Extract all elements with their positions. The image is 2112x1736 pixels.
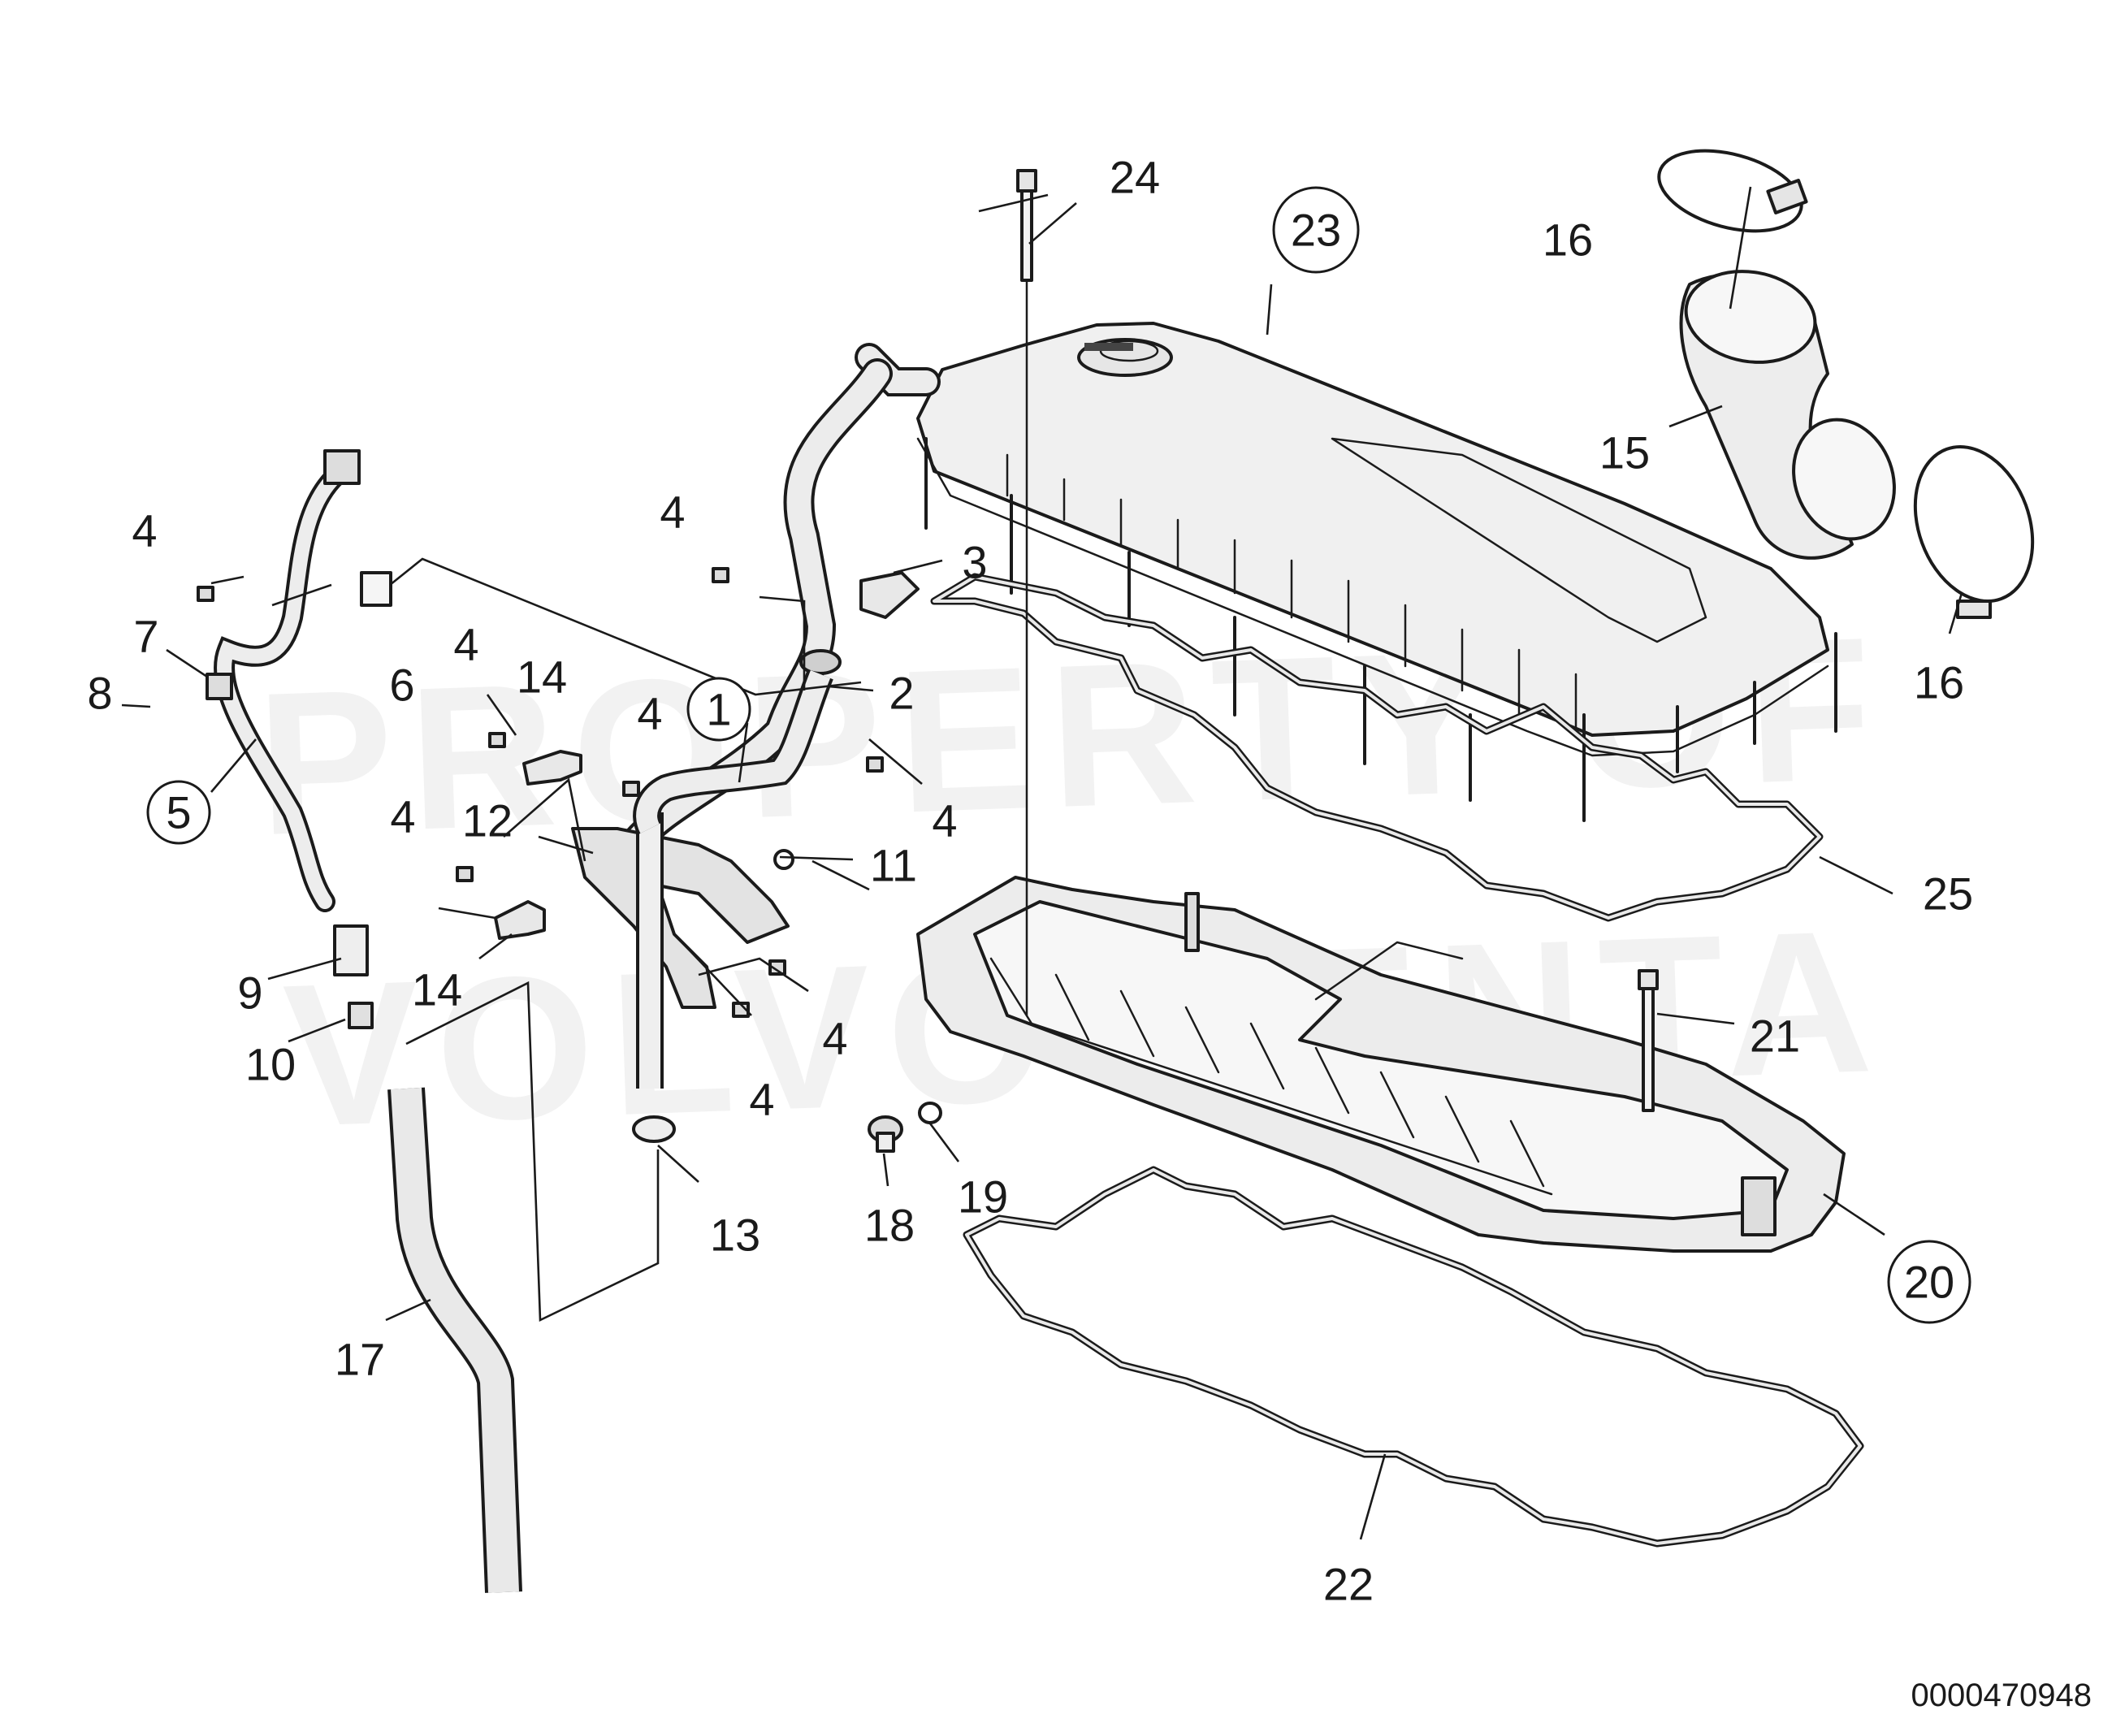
valve-cover: [916, 322, 1837, 822]
ladder-frame: [916, 876, 1846, 1253]
intake-elbow: [1657, 149, 2035, 619]
drain-plug: [868, 1102, 942, 1153]
label-6: 6: [389, 660, 414, 711]
label-19: 19: [958, 1171, 1008, 1223]
callout-5: 5: [146, 780, 211, 845]
frame-gasket-inner: [965, 1168, 1862, 1545]
label-9: 9: [237, 968, 262, 1019]
label-14b: 14: [412, 964, 462, 1015]
label-13: 13: [710, 1210, 760, 1261]
label-4c: 4: [453, 619, 478, 670]
label-11: 11: [870, 840, 917, 891]
label-16a: 16: [1543, 214, 1593, 266]
leader-lines: [121, 186, 1963, 1540]
label-22: 22: [1323, 1559, 1374, 1610]
label-4g: 4: [822, 1013, 847, 1064]
label-3: 3: [962, 537, 987, 588]
label-2: 2: [889, 668, 914, 719]
label-16b: 16: [1914, 657, 1964, 708]
callout-labels: 1 2 3 4 4 4 4 4 4 4 4 4 5 6 7 8 9 10 11 …: [87, 152, 1973, 1610]
label-15: 15: [1599, 427, 1650, 478]
label-4f: 4: [390, 791, 415, 842]
label-4b: 4: [660, 487, 685, 538]
callout-20: 20: [1887, 1240, 1971, 1324]
label-14a: 14: [517, 652, 567, 703]
document-number: 0000470948: [1911, 1678, 2092, 1713]
label-21: 21: [1750, 1011, 1800, 1062]
label-8: 8: [87, 668, 112, 719]
label-7: 7: [133, 611, 158, 662]
label-4a: 4: [132, 505, 157, 556]
label-4e: 4: [932, 795, 957, 846]
frame-bolt: [1638, 969, 1659, 1112]
long-bolt: [1016, 169, 1037, 1017]
left-pipe-assembly: [197, 449, 920, 1593]
label-5: 5: [166, 787, 191, 838]
label-1: 1: [706, 684, 731, 735]
label-12: 12: [462, 795, 513, 846]
label-23: 23: [1291, 205, 1341, 256]
callout-1: 1: [686, 677, 751, 742]
label-4d: 4: [637, 688, 662, 739]
label-17: 17: [335, 1334, 385, 1385]
label-24: 24: [1110, 152, 1160, 203]
label-18: 18: [864, 1200, 915, 1251]
cover-gasket-inner: [933, 575, 1821, 920]
label-25: 25: [1923, 868, 1973, 920]
label-20: 20: [1904, 1257, 1954, 1308]
label-10: 10: [245, 1039, 296, 1090]
label-4h: 4: [749, 1074, 774, 1125]
callout-23: 23: [1272, 186, 1360, 274]
